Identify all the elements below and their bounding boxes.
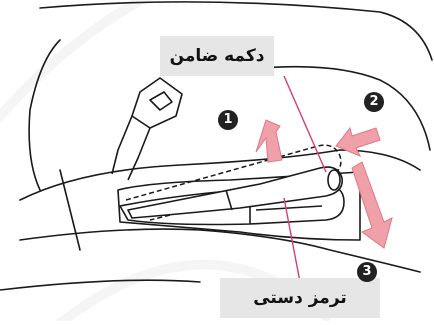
step-2-badge: 2 bbox=[364, 92, 384, 112]
lower-arrow-icon bbox=[352, 162, 392, 248]
floor-line bbox=[0, 280, 200, 290]
step-1-badge: 1 bbox=[218, 110, 238, 130]
button-leader bbox=[284, 76, 326, 172]
release-button-label: دکمه ضامن bbox=[160, 36, 274, 76]
handbrake-label: ترمز دستی bbox=[220, 278, 380, 318]
lift-arrow-icon bbox=[256, 120, 282, 162]
step-3-badge: 3 bbox=[357, 262, 377, 282]
